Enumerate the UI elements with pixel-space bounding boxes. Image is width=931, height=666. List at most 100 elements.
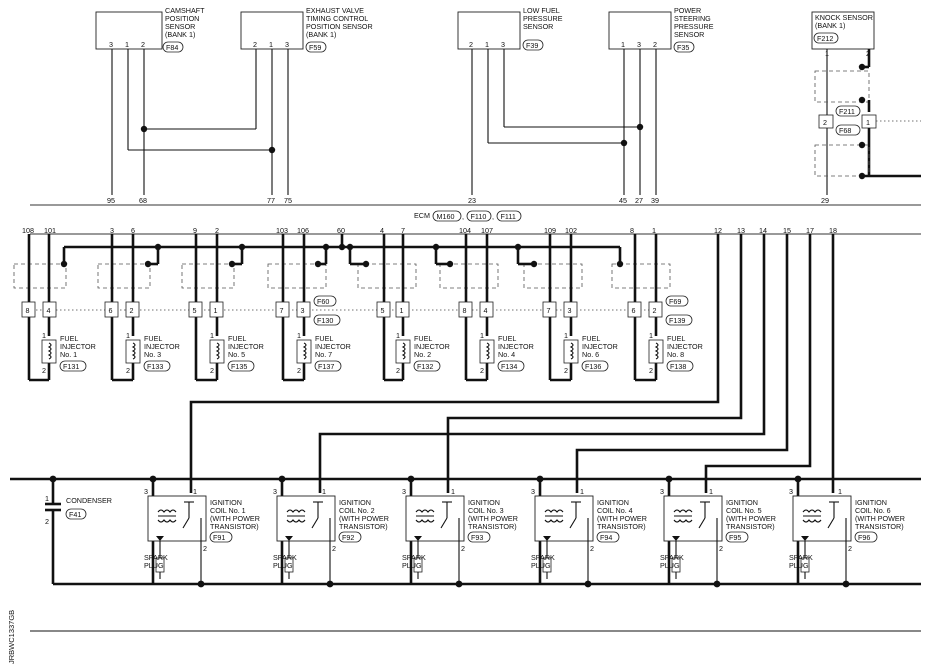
svg-text:SPARK: SPARK: [144, 553, 168, 562]
svg-text:PLUG: PLUG: [273, 561, 293, 570]
svg-text:F68: F68: [839, 126, 851, 135]
svg-text:7: 7: [401, 226, 405, 235]
svg-text:2: 2: [253, 40, 257, 49]
svg-text:3: 3: [531, 487, 535, 496]
svg-text:9: 9: [193, 226, 197, 235]
svg-text:3: 3: [402, 487, 406, 496]
svg-text:7: 7: [280, 306, 284, 315]
svg-text:1: 1: [400, 306, 404, 315]
svg-text:95: 95: [107, 196, 115, 205]
svg-text:F130: F130: [317, 316, 333, 325]
svg-text:68: 68: [139, 196, 147, 205]
svg-text:TRANSISTOR): TRANSISTOR): [597, 522, 646, 531]
svg-text:SENSOR: SENSOR: [674, 30, 704, 39]
svg-text:75: 75: [284, 196, 292, 205]
joint-connector-pins: 8 4 6 2 5 1 7 3 5 1 8 4 7 3 6 2: [21, 301, 663, 318]
svg-text:SPARK: SPARK: [789, 553, 813, 562]
svg-text:1: 1: [269, 40, 273, 49]
svg-text:INJECTOR: INJECTOR: [60, 342, 96, 351]
ignition-coil-1: 3 1 2 IGNITION COIL No. 1 (WITH POWER TR…: [144, 475, 260, 588]
svg-text:2: 2: [210, 366, 214, 375]
injector-shield-boxes: [13, 263, 671, 289]
svg-text:SENSOR: SENSOR: [165, 22, 195, 31]
svg-text:IGNITION: IGNITION: [210, 498, 242, 507]
svg-text:1: 1: [322, 487, 326, 496]
svg-text:4: 4: [484, 306, 488, 315]
svg-text:SPARK: SPARK: [531, 553, 555, 562]
svg-text:(WITH POWER: (WITH POWER: [597, 514, 647, 523]
svg-text:2: 2: [823, 118, 827, 127]
svg-text:TRANSISTOR): TRANSISTOR): [468, 522, 517, 531]
svg-text:No. 7: No. 7: [315, 350, 332, 359]
svg-text:SPARK: SPARK: [660, 553, 684, 562]
condenser: 1 2 CONDENSER F41: [45, 475, 112, 584]
svg-text:INJECTOR: INJECTOR: [498, 342, 534, 351]
svg-text:103: 103: [276, 226, 288, 235]
svg-text:2: 2: [653, 306, 657, 315]
svg-text:PLUG: PLUG: [660, 561, 680, 570]
svg-text:FUEL: FUEL: [667, 334, 685, 343]
svg-text:1: 1: [210, 331, 214, 340]
svg-text:101: 101: [44, 226, 56, 235]
svg-text:(WITH POWER: (WITH POWER: [855, 514, 905, 523]
svg-text:FUEL: FUEL: [228, 334, 246, 343]
svg-text:2: 2: [653, 40, 657, 49]
svg-text:F92: F92: [342, 533, 354, 542]
svg-text:(WITH POWER: (WITH POWER: [339, 514, 389, 523]
svg-text:1: 1: [838, 487, 842, 496]
svg-text:IGNITION: IGNITION: [339, 498, 371, 507]
svg-text:2: 2: [564, 366, 568, 375]
svg-text:CONDENSER: CONDENSER: [66, 496, 112, 505]
svg-text:F91: F91: [213, 533, 225, 542]
svg-text:IGNITION: IGNITION: [597, 498, 629, 507]
svg-text:,: ,: [462, 212, 464, 221]
svg-text:5: 5: [381, 306, 385, 315]
svg-text:2: 2: [141, 40, 145, 49]
svg-text:COIL No. 3: COIL No. 3: [468, 506, 504, 515]
svg-text:3: 3: [637, 40, 641, 49]
svg-text:COIL No. 6: COIL No. 6: [855, 506, 891, 515]
svg-text:6: 6: [632, 306, 636, 315]
svg-text:3: 3: [110, 226, 114, 235]
knock-sensor: KNOCK SENSOR (BANK 1) F212 1 2 29: [811, 11, 875, 205]
svg-text:INJECTOR: INJECTOR: [582, 342, 618, 351]
svg-text:5: 5: [193, 306, 197, 315]
svg-text:2: 2: [469, 40, 473, 49]
svg-text:1: 1: [451, 487, 455, 496]
svg-text:INJECTOR: INJECTOR: [144, 342, 180, 351]
svg-text:F69: F69: [669, 297, 681, 306]
svg-text:F110: F110: [471, 212, 487, 221]
svg-text:FUEL: FUEL: [582, 334, 600, 343]
svg-text:CAMSHAFT: CAMSHAFT: [165, 6, 205, 15]
ecm-bottom-pins: 108 101 3 6 9 2 103 106 60 4 7 104 107 1…: [22, 226, 837, 235]
svg-text:PLUG: PLUG: [402, 561, 422, 570]
svg-text:F136: F136: [585, 362, 601, 371]
low-fuel-pressure-sensor: LOW FUEL PRESSURE SENSOR F39 2 1 3 23: [457, 6, 563, 205]
svg-text:2: 2: [396, 366, 400, 375]
svg-text:29: 29: [821, 196, 829, 205]
svg-text:2: 2: [461, 544, 465, 553]
svg-text:SPARK: SPARK: [402, 553, 426, 562]
svg-text:2: 2: [848, 544, 852, 553]
svg-text:TRANSISTOR): TRANSISTOR): [855, 522, 904, 531]
svg-text:3: 3: [501, 40, 505, 49]
svg-text:STEERING: STEERING: [674, 14, 711, 23]
ignition-coil-4: 3 1 2 IGNITION COIL No. 4 (WITH POWER TR…: [531, 475, 647, 588]
svg-text:106: 106: [297, 226, 309, 235]
svg-text:60: 60: [337, 226, 345, 235]
shield-stubs: [60, 247, 624, 268]
svg-text:3: 3: [301, 306, 305, 315]
svg-text:1: 1: [485, 40, 489, 49]
injector-wires: [27, 234, 658, 382]
svg-text:8: 8: [26, 306, 30, 315]
svg-text:109: 109: [544, 226, 556, 235]
svg-text:1: 1: [125, 40, 129, 49]
svg-text:18: 18: [829, 226, 837, 235]
svg-text:(WITH POWER: (WITH POWER: [210, 514, 260, 523]
svg-text:108: 108: [22, 226, 34, 235]
